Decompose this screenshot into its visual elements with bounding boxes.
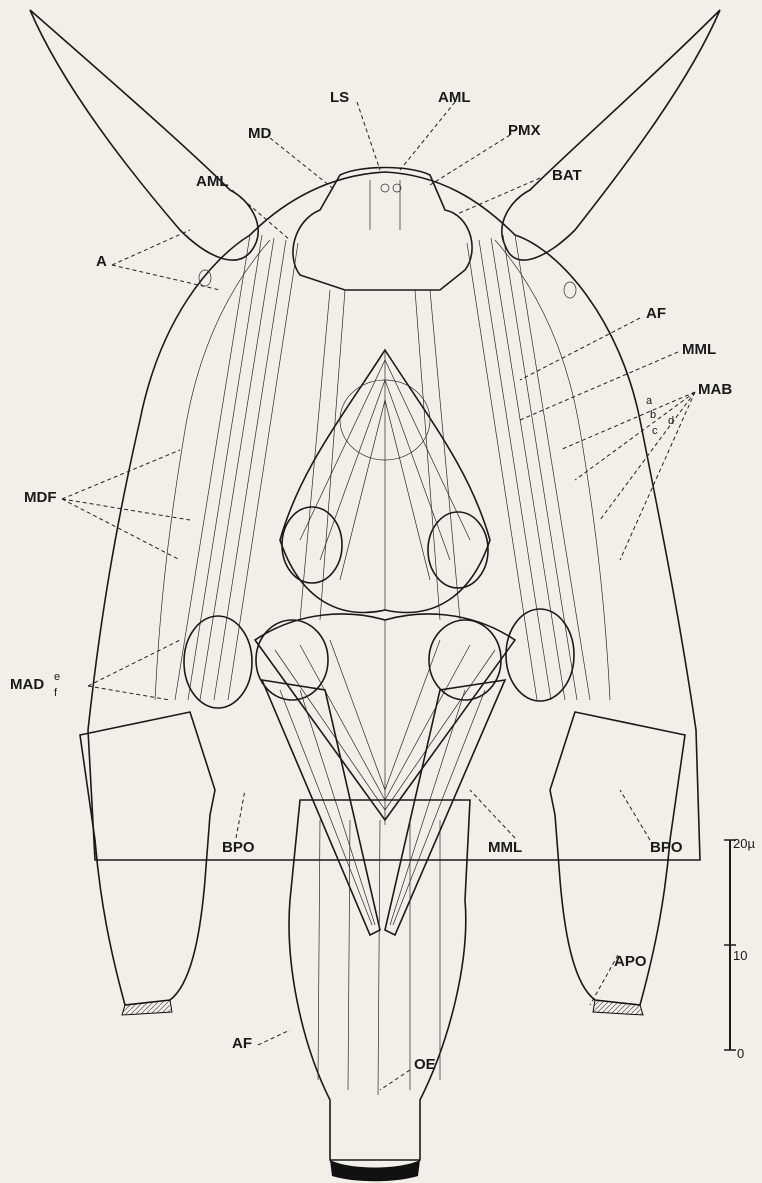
label-aml-top: AML bbox=[438, 89, 471, 106]
sublabel-b: b bbox=[650, 409, 656, 421]
label-bpo-right: BPO bbox=[650, 839, 683, 856]
scale-label-mid: 10 bbox=[733, 948, 747, 963]
label-mml-bottom: MML bbox=[488, 839, 522, 856]
label-pmx: PMX bbox=[508, 122, 541, 139]
label-apo: APO bbox=[614, 953, 647, 970]
sublabel-a: a bbox=[646, 395, 653, 407]
sublabel-c: c bbox=[652, 425, 658, 437]
sublabel-e: e bbox=[54, 671, 60, 683]
scale-label-bottom: 0 bbox=[737, 1046, 744, 1061]
label-md: MD bbox=[248, 125, 271, 142]
label-mab: MAB bbox=[698, 381, 732, 398]
label-a: A bbox=[96, 253, 107, 270]
label-aml-left: AML bbox=[196, 173, 229, 190]
label-mad: MAD bbox=[10, 676, 44, 693]
sublabel-d: d bbox=[668, 415, 674, 427]
label-ls: LS bbox=[330, 89, 349, 106]
label-bat: BAT bbox=[552, 167, 582, 184]
label-mdf: MDF bbox=[24, 489, 57, 506]
label-oe: OE bbox=[414, 1056, 436, 1073]
label-bpo-left: BPO bbox=[222, 839, 255, 856]
label-mml-right: MML bbox=[682, 341, 716, 358]
label-af-right: AF bbox=[646, 305, 666, 322]
label-af-bottom: AF bbox=[232, 1035, 252, 1052]
scale-label-top: 20µ bbox=[733, 836, 755, 851]
